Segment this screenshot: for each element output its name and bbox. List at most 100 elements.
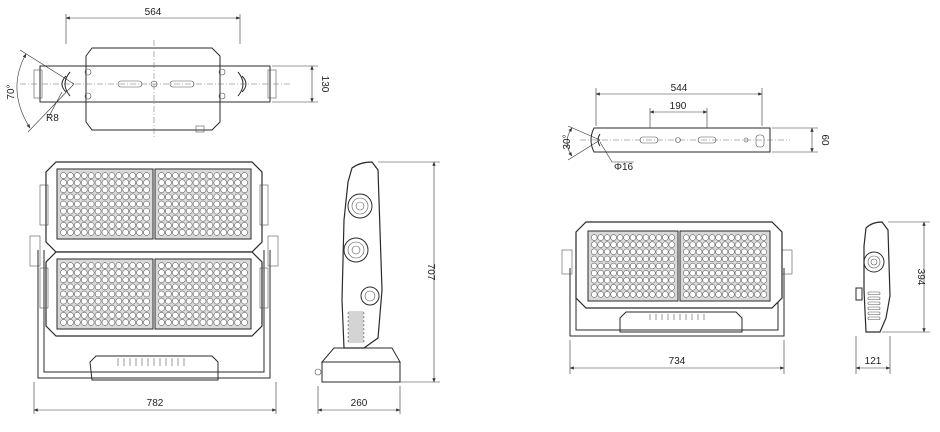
led-lens bbox=[74, 172, 81, 179]
led-lens bbox=[636, 248, 643, 255]
led-lens bbox=[604, 248, 611, 255]
led-lens bbox=[696, 269, 703, 277]
led-lens bbox=[220, 229, 228, 236]
led-lens bbox=[108, 283, 116, 291]
led-lens bbox=[696, 291, 703, 298]
led-lens bbox=[199, 290, 207, 298]
dim-130: 130 bbox=[319, 76, 330, 93]
led-lens bbox=[122, 269, 130, 276]
led-lens bbox=[702, 269, 709, 277]
led-lens bbox=[172, 179, 179, 186]
led-lens bbox=[234, 290, 241, 298]
led-lens bbox=[136, 186, 143, 194]
led-lens bbox=[683, 269, 690, 277]
led-lens bbox=[591, 269, 598, 277]
led-lens bbox=[708, 234, 716, 241]
led-lens bbox=[108, 179, 116, 186]
led-lens bbox=[708, 248, 716, 255]
led-lens bbox=[129, 304, 136, 312]
led-lens bbox=[143, 283, 150, 291]
led-lens bbox=[649, 262, 656, 270]
led-lens bbox=[741, 284, 748, 291]
led-lens bbox=[94, 297, 102, 305]
led-lens bbox=[241, 290, 248, 298]
dim-phi16: Φ16 bbox=[614, 162, 634, 173]
led-lens bbox=[115, 312, 123, 319]
led-lens bbox=[158, 193, 165, 201]
led-lens bbox=[94, 276, 102, 284]
led-lens bbox=[747, 241, 754, 248]
led-lens bbox=[165, 186, 172, 194]
led-lens bbox=[616, 291, 624, 298]
led-lens bbox=[122, 290, 130, 298]
led-lens bbox=[234, 193, 241, 201]
led-lens bbox=[158, 207, 165, 215]
led-lens bbox=[178, 276, 186, 284]
led-lens bbox=[234, 304, 241, 312]
led-lens bbox=[192, 179, 200, 186]
led-lens bbox=[636, 269, 643, 277]
led-lens bbox=[67, 200, 74, 208]
led-lens bbox=[185, 179, 193, 186]
led-lens bbox=[213, 283, 221, 291]
led-lens bbox=[241, 186, 248, 194]
led-lens bbox=[696, 255, 703, 263]
led-lens bbox=[122, 262, 130, 269]
led-lens bbox=[80, 276, 88, 284]
led-lens bbox=[234, 214, 241, 222]
led-lens bbox=[129, 297, 136, 305]
dim-782: 782 bbox=[147, 398, 164, 409]
led-lens bbox=[662, 291, 669, 298]
led-lens bbox=[192, 200, 200, 208]
led-lens bbox=[689, 248, 696, 255]
led-lens bbox=[115, 283, 123, 291]
led-lens bbox=[206, 214, 214, 222]
led-lens bbox=[115, 207, 123, 215]
led-lens bbox=[172, 172, 179, 179]
led-lens bbox=[158, 172, 165, 179]
led-lens bbox=[610, 277, 617, 284]
led-lens bbox=[108, 200, 116, 208]
led-lens bbox=[662, 262, 669, 270]
led-lens bbox=[178, 269, 186, 276]
led-lens bbox=[178, 172, 186, 179]
led-lens bbox=[728, 241, 735, 248]
led-lens bbox=[220, 297, 228, 305]
led-lens bbox=[662, 277, 669, 284]
led-lens bbox=[60, 290, 67, 298]
led-lens bbox=[642, 262, 650, 270]
led-lens bbox=[610, 248, 617, 255]
led-lens bbox=[122, 193, 130, 201]
led-lens bbox=[747, 284, 754, 291]
led-lens bbox=[715, 248, 722, 255]
led-lens bbox=[129, 269, 136, 276]
led-lens bbox=[94, 222, 102, 229]
led-lens bbox=[213, 304, 221, 312]
led-lens bbox=[122, 229, 130, 236]
led-lens bbox=[101, 319, 109, 326]
led-lens bbox=[192, 297, 200, 305]
led-lens bbox=[696, 284, 703, 291]
led-lens bbox=[101, 200, 109, 208]
led-lens bbox=[655, 255, 662, 263]
led-lens bbox=[108, 290, 116, 298]
led-lens bbox=[74, 283, 81, 291]
led-lens bbox=[101, 312, 109, 319]
led-lens bbox=[158, 297, 165, 305]
led-lens bbox=[668, 234, 675, 241]
vent-slot bbox=[867, 311, 881, 315]
led-lens bbox=[178, 214, 186, 222]
led-lens bbox=[715, 291, 722, 298]
led-lens bbox=[122, 200, 130, 208]
led-lens bbox=[60, 312, 67, 319]
led-lens bbox=[185, 193, 193, 201]
led-lens bbox=[80, 229, 88, 236]
led-lens bbox=[206, 207, 214, 215]
led-lens bbox=[74, 262, 81, 269]
led-lens bbox=[604, 277, 611, 284]
led-lens bbox=[604, 262, 611, 270]
led-lens bbox=[101, 276, 109, 284]
led-lens bbox=[80, 207, 88, 215]
led-lens bbox=[136, 179, 143, 186]
top-bracket-view: 564 130 70° R8 bbox=[6, 7, 330, 138]
